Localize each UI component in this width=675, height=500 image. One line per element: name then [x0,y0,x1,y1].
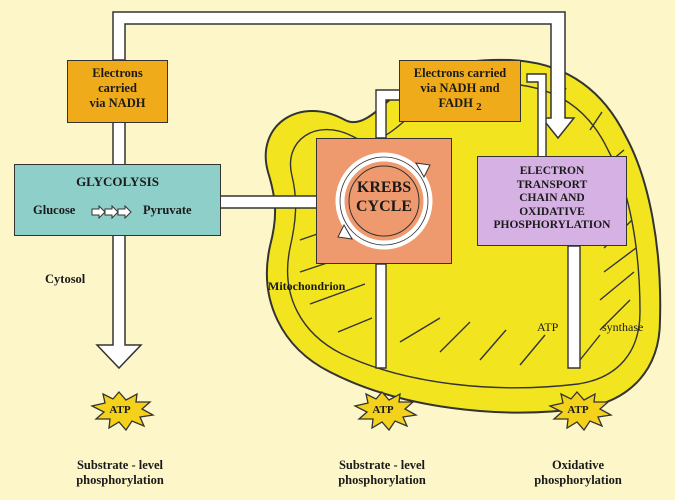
pyruvate-to-krebs-connector [219,195,319,209]
krebs-cycle-box: KREBS CYCLE [316,138,452,264]
krebs-cycle-label: KREBS CYCLE [355,179,412,215]
triple-arrow-icon [91,205,132,219]
atp-burst-label-1: ATP [109,404,131,416]
krebs-down-connector [375,263,387,369]
nadh-fadh2-line3: FADH 2 [400,96,520,114]
fadh-text: FADH [438,95,473,110]
glycolysis-down-arrow [95,119,143,370]
glucose-label: Glucose [33,203,76,217]
atp-burst-label-2: ATP [372,404,394,416]
glycolysis-title: GLYCOLYSIS [76,174,159,189]
atp-burst-2 [353,391,418,432]
electron-transport-chain-label: ELECTRON TRANSPORT CHAIN AND OXIDATIVE P… [493,165,611,232]
atp-synthase-right-label: synthase [602,320,644,334]
mitochondrion-label: Mitochondrion [268,279,346,293]
caption-substrate-level-1: Substrate - level phosphorylation [76,458,164,487]
nadh-fadh2-electron-box: Electrons carried via NADH and FADH 2 [399,60,521,122]
caption-oxidative: Oxidative phosphorylation [534,458,622,487]
atp-burst-label-3: ATP [567,404,589,416]
caption-substrate-level-2: Substrate - level phosphorylation [338,458,426,487]
nadh-fadh2-line1: Electrons carried [413,66,507,80]
pyruvate-label: Pyruvate [143,203,192,217]
nadh-electron-label: Electrons carried via NADH [89,66,146,110]
cycle-arrow-icon [335,152,433,250]
cytosol-label: Cytosol [45,272,86,286]
nadh-fadh2-electron-label: Electrons carried via NADH and FADH 2 [400,61,520,113]
nadh-electron-box: Electrons carried via NADH [67,60,168,123]
electron-transport-chain-box: ELECTRON TRANSPORT CHAIN AND OXIDATIVE P… [477,156,627,246]
atp-synthase-left-label: ATP [537,320,559,334]
nadh-transfer-arrow [112,11,576,140]
glycolysis-box: GLYCOLYSIS Glucose Pyruvate [14,164,221,236]
nadh-fadh2-line2: via NADH and [420,80,500,95]
fadh-subscript: 2 [476,100,482,113]
atp-burst-1 [90,391,155,432]
atp-burst-3 [548,391,613,432]
atp-synthase-stalk [567,245,581,369]
